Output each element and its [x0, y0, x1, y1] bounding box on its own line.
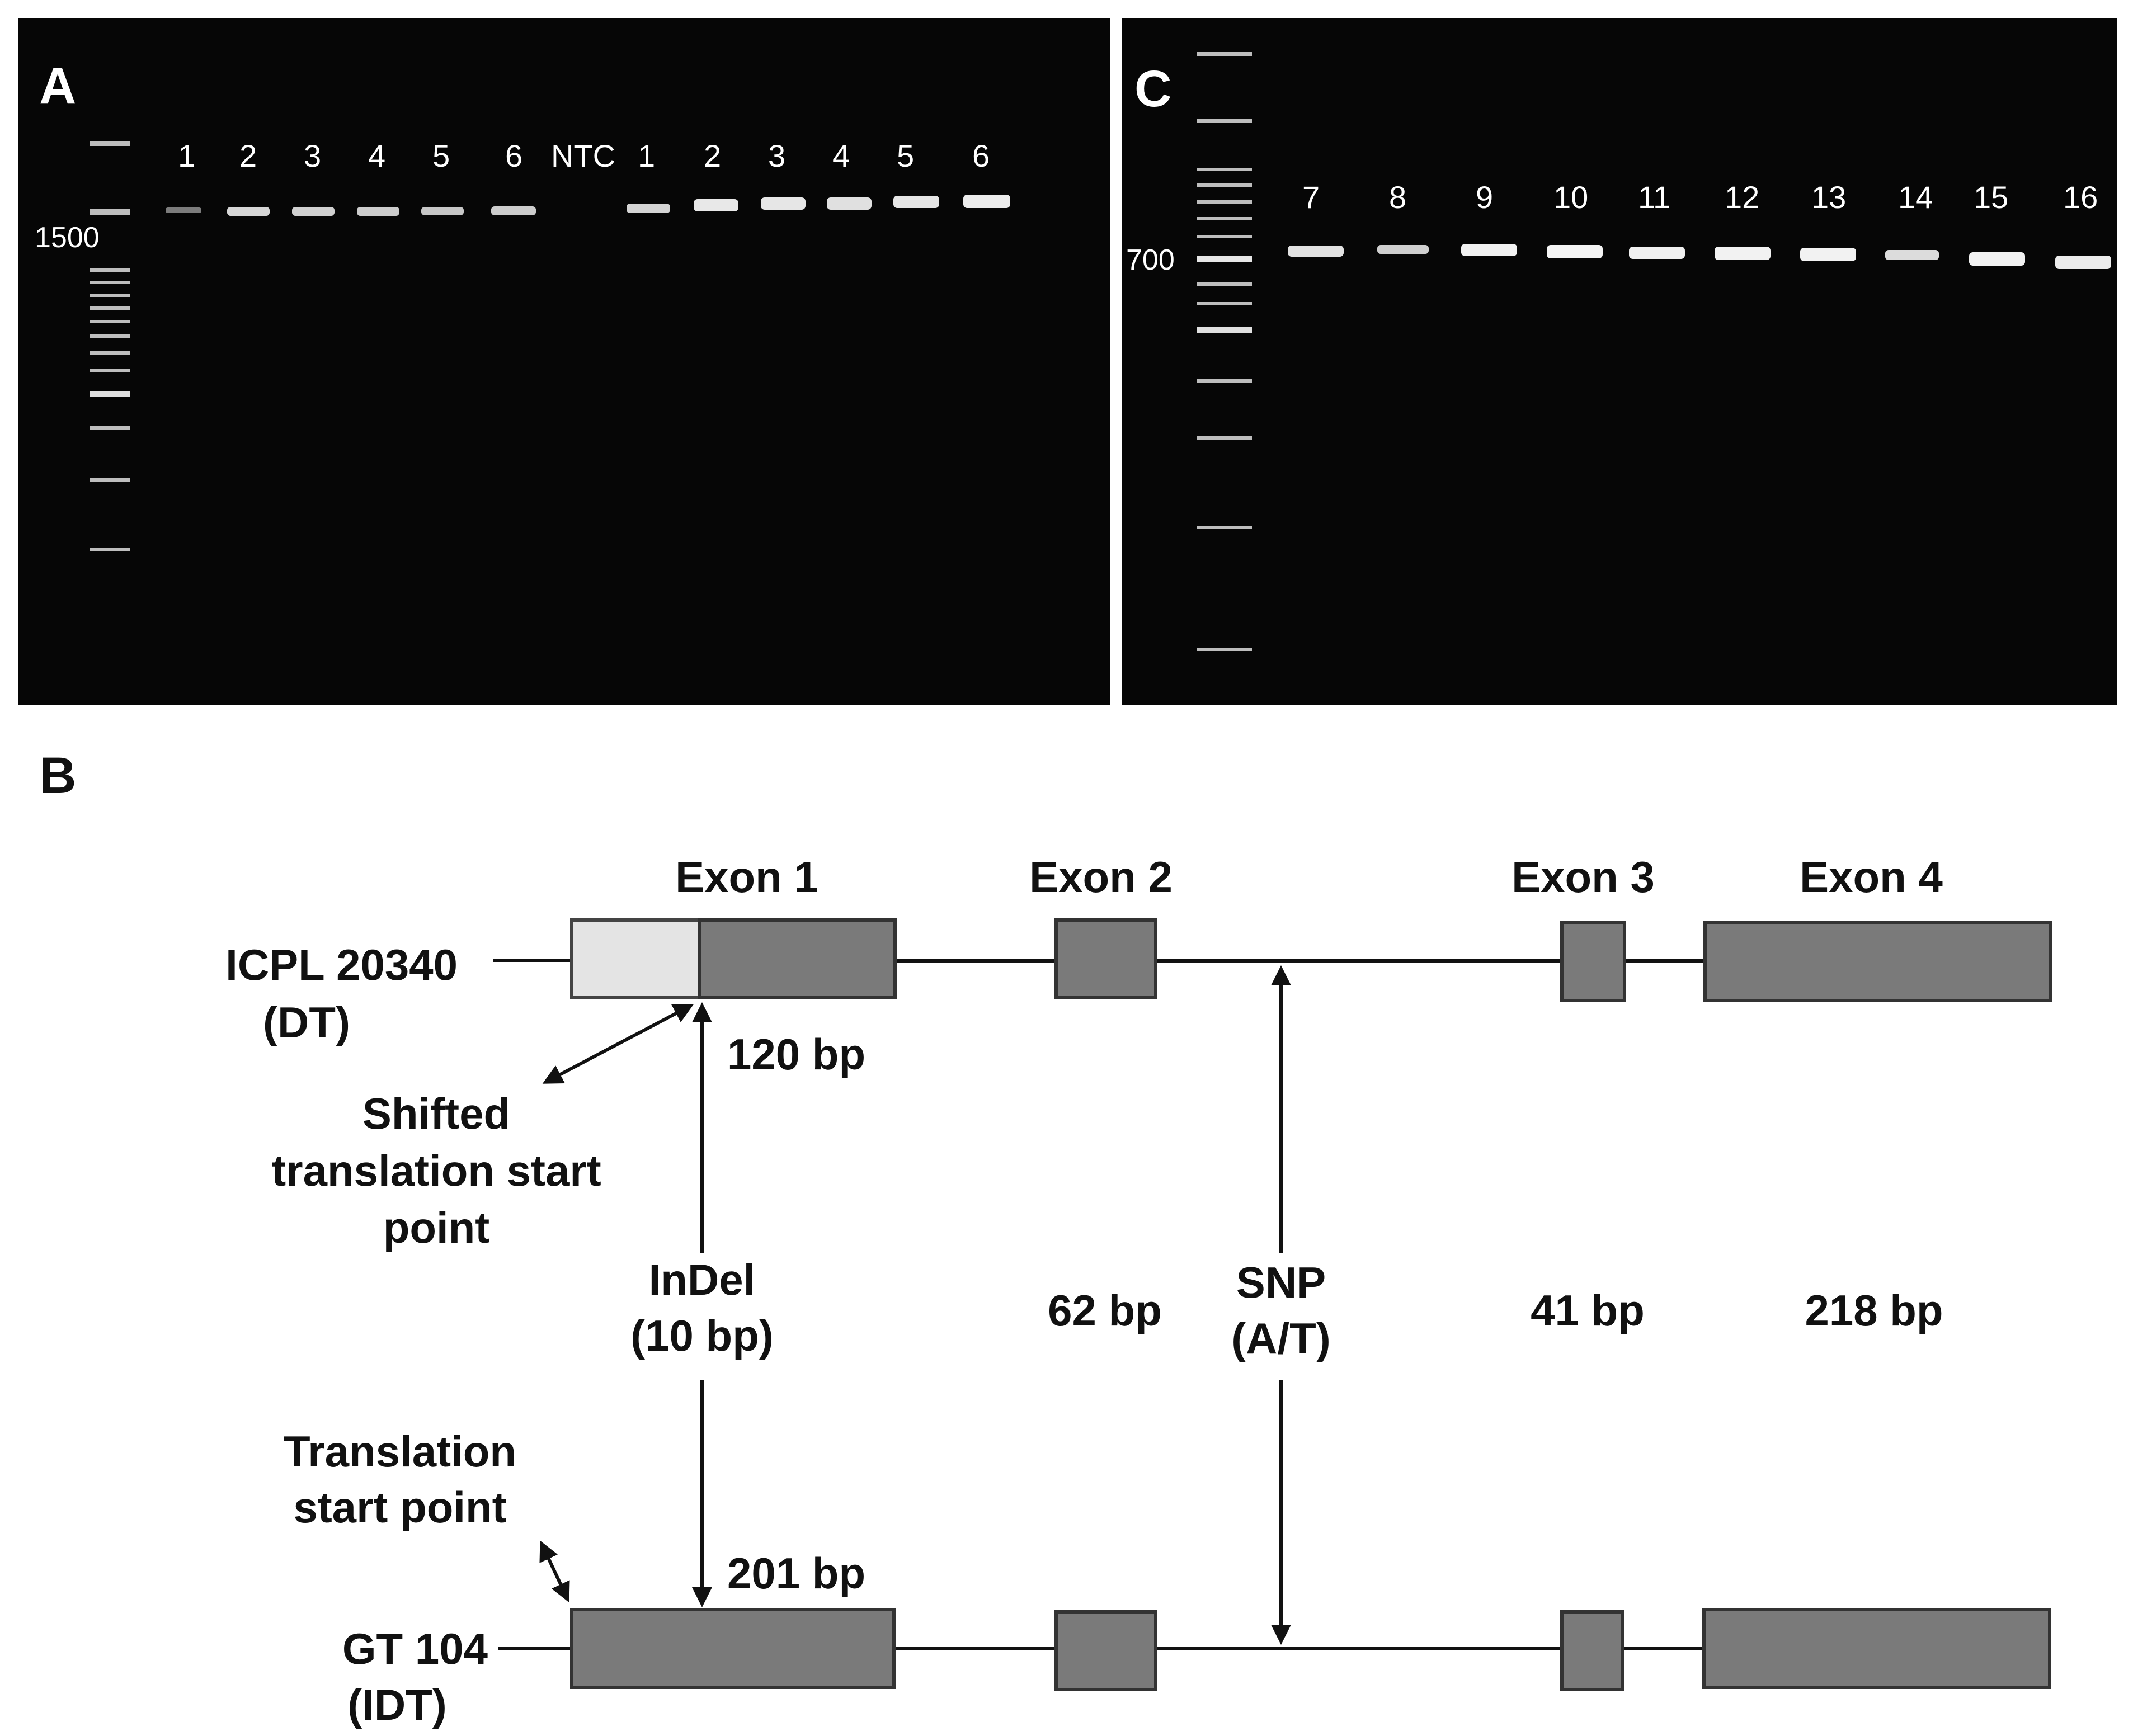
gel-a-band	[166, 207, 201, 213]
translation-start-arrow	[539, 1540, 570, 1603]
panel-b-letter: B	[39, 747, 76, 804]
gel-a-lane-label: 1	[178, 138, 195, 173]
panel-a-letter: A	[39, 58, 76, 115]
bottom-gene-type: (IDT)	[347, 1680, 447, 1729]
gel-a-band	[357, 207, 399, 216]
gel-a-band	[694, 199, 738, 211]
bottom-exon-2	[1054, 1610, 1157, 1691]
gel-a-lane-label: 5	[897, 138, 914, 173]
shifted-start-line-3: point	[383, 1203, 490, 1252]
gel-c-lane-label: 11	[1638, 180, 1670, 215]
gel-c-background	[1122, 18, 2117, 705]
top-gene-model	[493, 918, 2052, 1002]
gel-c-lane-label: 10	[1553, 180, 1588, 215]
gel-c-lane-label: 9	[1476, 180, 1493, 215]
gel-c-band	[1288, 246, 1344, 257]
gel-c-lane-label: 8	[1389, 180, 1406, 215]
top-exon-3	[1560, 921, 1626, 1002]
gel-a-marker-label: 1500	[35, 221, 100, 254]
bottom-exon-1	[570, 1608, 896, 1689]
exon-2-size: 62 bp	[1048, 1286, 1162, 1335]
gel-c-ladder	[1197, 52, 1252, 651]
top-exon-4	[1703, 921, 2052, 1002]
gel-a-band	[292, 207, 335, 216]
snp-label-line-1: SNP	[1236, 1258, 1326, 1307]
gel-c-bands	[1288, 244, 2111, 269]
shifted-start-line-1: Shifted	[362, 1089, 510, 1138]
gel-a-lane-label: 6	[972, 138, 990, 173]
gel-a-lane-label: 2	[239, 138, 257, 173]
shifted-start-line-2: translation start	[271, 1146, 601, 1195]
indel-label-line-1: InDel	[649, 1255, 756, 1304]
translation-start-line-1: Translation	[284, 1427, 516, 1476]
gel-c-lane-label: 12	[1725, 180, 1759, 215]
exon-4-size: 218 bp	[1805, 1286, 1943, 1335]
top-exon-1-utr	[570, 918, 701, 999]
indel-label-line-2: (10 bp)	[630, 1311, 774, 1360]
exon-2-title: Exon 2	[1029, 852, 1173, 902]
gel-c-band	[2055, 256, 2111, 269]
gel-a-band	[827, 197, 872, 210]
gel-c-lane-label: 14	[1898, 180, 1933, 215]
gel-a-lane-label: 4	[832, 138, 850, 173]
gel-c-band	[1800, 248, 1856, 261]
gel-c-band	[1461, 244, 1517, 256]
gel-a-background	[18, 18, 1110, 705]
gel-a-band	[761, 197, 806, 210]
gel-a-lane-labels: 1 2 3 4 5 6 NTC 1 2 3 4 5 6	[178, 138, 990, 173]
gel-a-lane-label: 1	[638, 138, 655, 173]
gel-c-band	[1629, 247, 1685, 259]
gel-panel-a: A 1500 1 2 3 4 5 6 NTC	[18, 18, 1110, 705]
exon-1-title: Exon 1	[675, 852, 818, 902]
gel-c-band	[1715, 247, 1771, 260]
top-gene-type: (DT)	[263, 998, 350, 1047]
gel-c-band	[1885, 250, 1939, 260]
gel-a-band	[491, 206, 536, 215]
gel-c-band	[1969, 252, 2025, 266]
gel-a-band	[893, 196, 939, 208]
bottom-gene-model	[498, 1608, 2051, 1691]
top-gene-name: ICPL 20340	[225, 940, 458, 989]
top-exon-1	[698, 918, 897, 999]
bottom-exon-3	[1560, 1610, 1624, 1691]
exon-1-top-size: 120 bp	[727, 1030, 865, 1079]
gel-c-lane-label: 13	[1811, 180, 1846, 215]
exon-4-title: Exon 4	[1800, 852, 1943, 902]
gel-a-band	[421, 207, 464, 215]
gel-a-ntc-label: NTC	[551, 138, 615, 173]
snp-label-line-2: (A/T)	[1231, 1314, 1331, 1363]
gel-a-lane-label: 3	[768, 138, 785, 173]
translation-start-line-2: start point	[293, 1483, 506, 1532]
gel-a-band	[627, 204, 670, 213]
gel-c-marker-label: 700	[1126, 244, 1175, 276]
gel-panel-c: C 700 7 8 9 10 11 12 1	[1122, 18, 2117, 705]
panel-c-letter: C	[1134, 60, 1171, 117]
gel-c-lane-label: 7	[1302, 180, 1320, 215]
gel-a-lane-label: 2	[704, 138, 721, 173]
gel-c-band	[1377, 245, 1429, 254]
gel-a-band	[963, 195, 1010, 208]
gel-c-lane-label: 16	[2063, 180, 2098, 215]
gel-a-ladder	[90, 141, 130, 551]
gel-c-lane-labels: 7 8 9 10 11 12 13 14 15 16	[1302, 180, 2098, 215]
exon-3-size: 41 bp	[1531, 1286, 1645, 1335]
gel-a-lane-label: 5	[432, 138, 450, 173]
gel-a-bands	[166, 195, 1010, 216]
gel-c-lane-label: 15	[1974, 180, 2008, 215]
gel-a-lane-label: 3	[304, 138, 321, 173]
shifted-start-arrow	[542, 1004, 694, 1084]
bottom-exon-4	[1702, 1608, 2051, 1689]
gel-a-lane-label: 4	[368, 138, 385, 173]
gene-diagram-panel-b: B Exon 1 Exon 2 Exon 3 Exon 4 ICPL 20340…	[39, 747, 2052, 1729]
gel-c-band	[1547, 245, 1603, 258]
top-exon-2	[1054, 918, 1157, 999]
bottom-gene-name: GT 104	[342, 1624, 488, 1673]
gel-a-lane-label: 6	[505, 138, 522, 173]
exon-1-bottom-size: 201 bp	[727, 1549, 865, 1598]
gel-a-band	[227, 207, 270, 216]
exon-3-title: Exon 3	[1512, 852, 1655, 902]
